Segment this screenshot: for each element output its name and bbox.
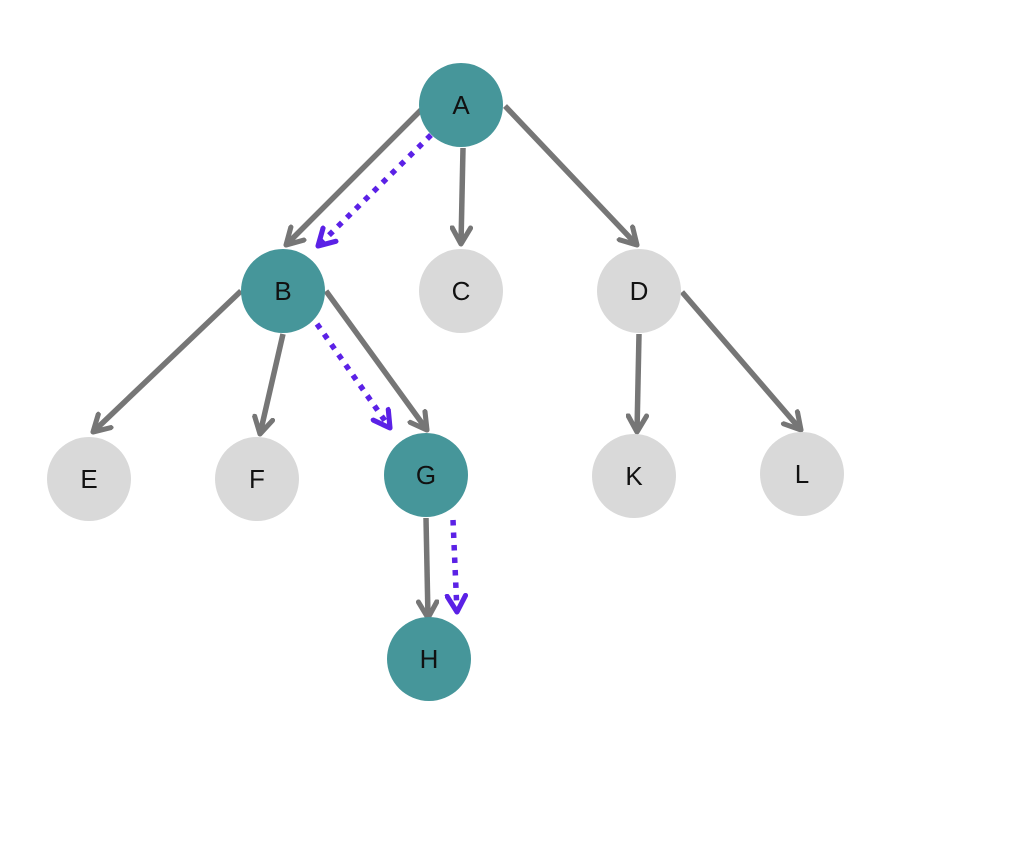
edge-a-d: [503, 104, 637, 245]
node-circle: [597, 249, 681, 333]
node-label: D: [630, 276, 649, 306]
nodes-layer: A B C D E F G K L H: [47, 63, 844, 701]
node-label: K: [625, 461, 643, 491]
node-circle: [592, 434, 676, 518]
node-circle: [384, 433, 468, 517]
node-label: H: [420, 644, 439, 674]
edge-b-e: [93, 289, 243, 432]
traversal-arrow-g-h: [453, 519, 457, 612]
edge-g-h: [426, 517, 428, 618]
node-circle: [387, 617, 471, 701]
node-label: L: [795, 459, 809, 489]
node-k: K: [592, 434, 676, 518]
node-g: G: [384, 433, 468, 517]
edge-d-l: [679, 290, 801, 430]
edge-b-g: [323, 289, 427, 430]
node-label: B: [274, 276, 291, 306]
traversal-arrow-a-b: [318, 133, 433, 246]
node-label: F: [249, 464, 265, 494]
node-d: D: [597, 249, 681, 333]
node-circle: [419, 63, 503, 147]
node-circle: [47, 437, 131, 521]
node-l: L: [760, 432, 844, 516]
node-circle: [215, 437, 299, 521]
node-label: A: [452, 90, 470, 120]
node-a: A: [419, 63, 503, 147]
traversal-arrow-b-g: [314, 322, 390, 428]
traversal-path-layer: [314, 133, 457, 612]
node-circle: [419, 249, 503, 333]
node-e: E: [47, 437, 131, 521]
node-b: B: [241, 249, 325, 333]
node-label: G: [416, 460, 436, 490]
node-circle: [241, 249, 325, 333]
node-label: E: [80, 464, 97, 494]
edge-a-c: [461, 147, 463, 244]
node-h: H: [387, 617, 471, 701]
node-c: C: [419, 249, 503, 333]
edge-d-k: [637, 333, 639, 432]
node-label: C: [452, 276, 471, 306]
node-f: F: [215, 437, 299, 521]
edges-layer: [93, 104, 801, 618]
edge-b-f: [260, 333, 286, 434]
edge-a-b: [286, 108, 423, 245]
node-circle: [760, 432, 844, 516]
